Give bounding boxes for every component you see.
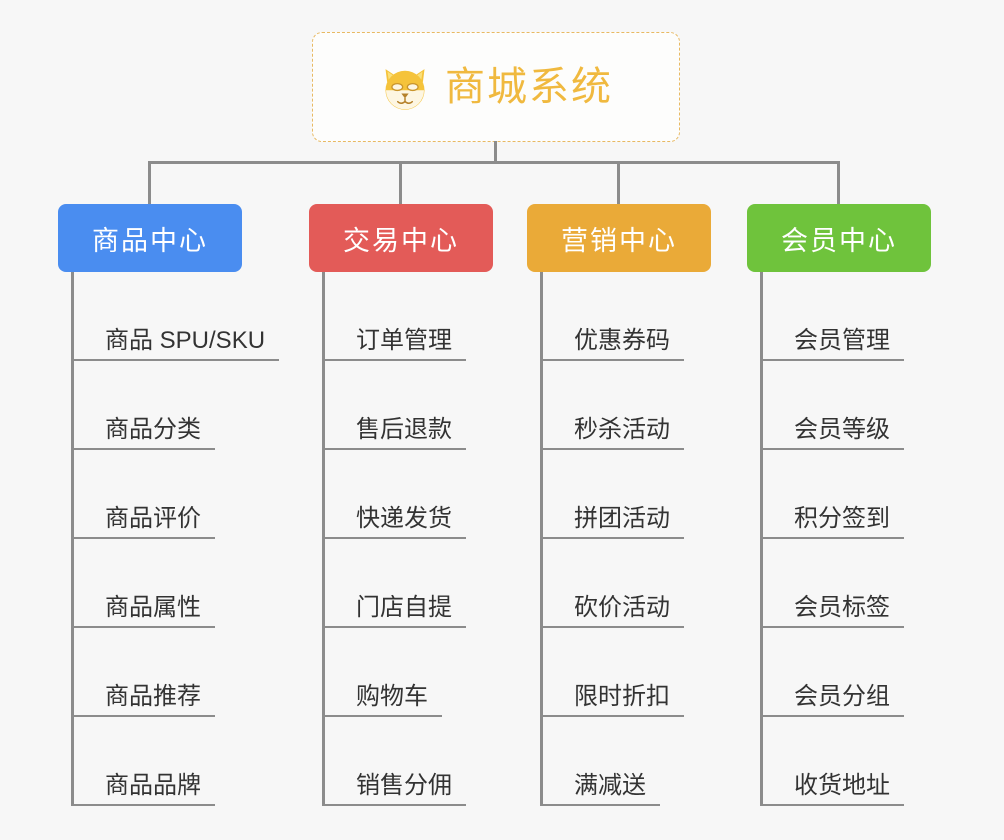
leaf-item[interactable]: 快递发货 <box>309 450 493 539</box>
leaf-label: 优惠券码 <box>540 328 684 361</box>
root-title: 商城系统 <box>445 65 613 109</box>
leaf-spine-2 <box>322 272 325 806</box>
category-header-3[interactable]: 营销中心 <box>527 204 711 272</box>
leaf-item[interactable]: 砍价活动 <box>527 539 711 628</box>
leaf-item[interactable]: 订单管理 <box>309 272 493 361</box>
leaf-item[interactable]: 满减送 <box>527 717 711 806</box>
connector-drop-2 <box>399 161 402 206</box>
branch-column-4: 会员中心 会员管理 会员等级 积分签到 会员标签 会员分组 收货地址 <box>747 204 931 806</box>
leaf-label: 商品推荐 <box>71 684 215 717</box>
leaf-spine-3 <box>540 272 543 806</box>
leaf-item[interactable]: 秒杀活动 <box>527 361 711 450</box>
leaf-label: 会员标签 <box>760 595 904 628</box>
branch-column-2: 交易中心 订单管理 售后退款 快递发货 门店自提 购物车 销售分佣 <box>309 204 493 806</box>
leaf-item[interactable]: 会员标签 <box>747 539 931 628</box>
leaf-label: 商品品牌 <box>71 773 215 806</box>
category-header-1[interactable]: 商品中心 <box>58 204 242 272</box>
leaf-item[interactable]: 商品分类 <box>58 361 242 450</box>
leaf-item[interactable]: 会员管理 <box>747 272 931 361</box>
leaf-item[interactable]: 限时折扣 <box>527 628 711 717</box>
leaf-list-1: 商品 SPU/SKU 商品分类 商品评价 商品属性 商品推荐 商品品牌 <box>58 272 280 806</box>
leaf-label: 会员等级 <box>760 417 904 450</box>
shiba-dog-emoji <box>379 61 431 113</box>
leaf-label: 会员管理 <box>760 328 904 361</box>
leaf-label: 商品 SPU/SKU <box>71 328 280 361</box>
leaf-list-4: 会员管理 会员等级 积分签到 会员标签 会员分组 收货地址 <box>747 272 931 806</box>
leaf-label: 订单管理 <box>322 328 466 361</box>
leaf-label: 收货地址 <box>760 773 904 806</box>
leaf-label: 商品分类 <box>71 417 215 450</box>
leaf-label: 售后退款 <box>322 417 466 450</box>
leaf-label: 积分签到 <box>760 506 904 539</box>
leaf-label: 限时折扣 <box>540 684 684 717</box>
leaf-item[interactable]: 商品属性 <box>58 539 242 628</box>
leaf-item[interactable]: 商品评价 <box>58 450 242 539</box>
connector-drop-4 <box>837 161 840 206</box>
leaf-item[interactable]: 销售分佣 <box>309 717 493 806</box>
connector-root-stem <box>494 141 497 164</box>
leaf-item[interactable]: 商品品牌 <box>58 717 242 806</box>
root-node[interactable]: 商城系统 <box>312 32 680 142</box>
category-header-2[interactable]: 交易中心 <box>309 204 493 272</box>
leaf-item[interactable]: 优惠券码 <box>527 272 711 361</box>
leaf-label: 会员分组 <box>760 684 904 717</box>
leaf-label: 商品属性 <box>71 595 215 628</box>
leaf-item[interactable]: 购物车 <box>309 628 493 717</box>
leaf-item[interactable]: 拼团活动 <box>527 450 711 539</box>
leaf-label: 满减送 <box>540 773 660 806</box>
leaf-label: 拼团活动 <box>540 506 684 539</box>
leaf-label: 购物车 <box>322 684 442 717</box>
leaf-item[interactable]: 收货地址 <box>747 717 931 806</box>
leaf-item[interactable]: 商品 SPU/SKU <box>58 272 280 361</box>
leaf-item[interactable]: 门店自提 <box>309 539 493 628</box>
leaf-label: 砍价活动 <box>540 595 684 628</box>
leaf-item[interactable]: 会员等级 <box>747 361 931 450</box>
leaf-label: 商品评价 <box>71 506 215 539</box>
leaf-label: 秒杀活动 <box>540 417 684 450</box>
branch-column-1: 商品中心 商品 SPU/SKU 商品分类 商品评价 商品属性 商品推荐 商品品牌 <box>58 204 280 806</box>
branch-column-3: 营销中心 优惠券码 秒杀活动 拼团活动 砍价活动 限时折扣 满减送 <box>527 204 711 806</box>
leaf-list-2: 订单管理 售后退款 快递发货 门店自提 购物车 销售分佣 <box>309 272 493 806</box>
category-header-4[interactable]: 会员中心 <box>747 204 931 272</box>
leaf-item[interactable]: 售后退款 <box>309 361 493 450</box>
leaf-spine-4 <box>760 272 763 806</box>
leaf-label: 销售分佣 <box>322 773 466 806</box>
leaf-list-3: 优惠券码 秒杀活动 拼团活动 砍价活动 限时折扣 满减送 <box>527 272 711 806</box>
leaf-label: 门店自提 <box>322 595 466 628</box>
leaf-item[interactable]: 积分签到 <box>747 450 931 539</box>
leaf-label: 快递发货 <box>322 506 466 539</box>
leaf-item[interactable]: 商品推荐 <box>58 628 242 717</box>
leaf-item[interactable]: 会员分组 <box>747 628 931 717</box>
connector-bus <box>148 161 840 164</box>
connector-drop-3 <box>617 161 620 206</box>
leaf-spine-1 <box>71 272 74 806</box>
connector-drop-1 <box>148 161 151 206</box>
